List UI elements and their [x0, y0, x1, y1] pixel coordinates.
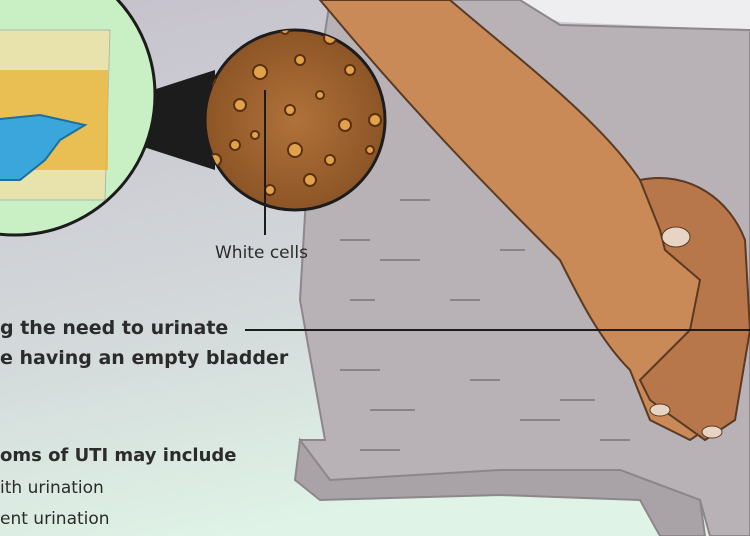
white-cells-label: White cells	[215, 243, 308, 263]
fingernail	[649, 403, 671, 417]
gloved-hand	[0, 113, 88, 181]
symptom-line-2: e having an empty bladder	[0, 347, 289, 369]
fingernail	[701, 425, 723, 439]
other-symptom-item-1: ith urination	[0, 478, 104, 498]
waistband	[500, 0, 750, 30]
fingernail	[661, 226, 691, 248]
shorts-cuff	[293, 437, 707, 536]
other-symptoms-heading: oms of UTI may include	[0, 445, 237, 466]
symptom-line-1: g the need to urinate	[0, 317, 229, 339]
other-symptom-item-2: ent urination	[0, 509, 110, 529]
microscope-view	[203, 28, 387, 212]
